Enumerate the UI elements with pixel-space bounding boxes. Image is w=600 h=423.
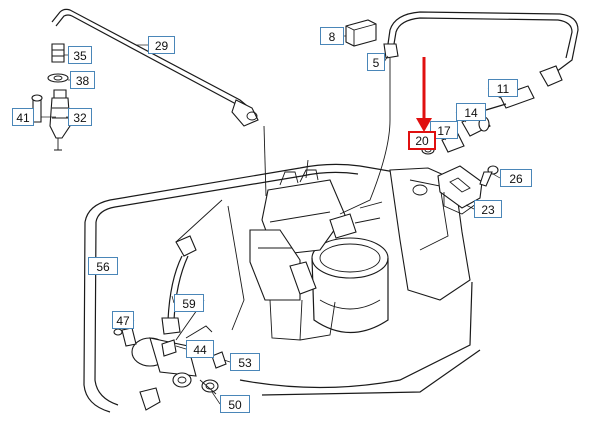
callout-35: 35 [68, 46, 92, 64]
callout-41: 41 [12, 108, 34, 126]
callout-59: 59 [174, 294, 204, 312]
clamp-50-53 [199, 351, 227, 395]
pressure-regulator-44 [113, 299, 213, 411]
callout-23: 23 [474, 200, 502, 218]
callout-20-highlighted: 20 [408, 131, 436, 150]
bracket-23 [437, 165, 483, 215]
bolt-26 [479, 165, 499, 187]
callout-29: 29 [148, 36, 175, 54]
callout-47: 47 [112, 311, 134, 329]
callout-11: 11 [488, 79, 518, 97]
callout-53: 53 [230, 353, 260, 371]
callout-14: 14 [456, 103, 486, 121]
fuel-line-11 [305, 11, 579, 215]
callout-5: 5 [367, 53, 385, 71]
engine-housing [83, 163, 481, 413]
callout-26: 26 [500, 169, 532, 187]
callout-56: 56 [88, 257, 118, 275]
callout-44: 44 [186, 340, 214, 358]
callout-32: 32 [68, 108, 92, 126]
callout-17: 17 [430, 121, 458, 139]
highlight-arrow [416, 57, 432, 132]
callout-50: 50 [220, 395, 250, 413]
part-8-damper [345, 19, 377, 47]
pipe-59 [161, 199, 245, 335]
callout-8: 8 [320, 27, 344, 45]
fuel-line-29 [51, 8, 267, 197]
callout-38: 38 [70, 71, 95, 89]
injector-assembly-left [31, 43, 71, 151]
